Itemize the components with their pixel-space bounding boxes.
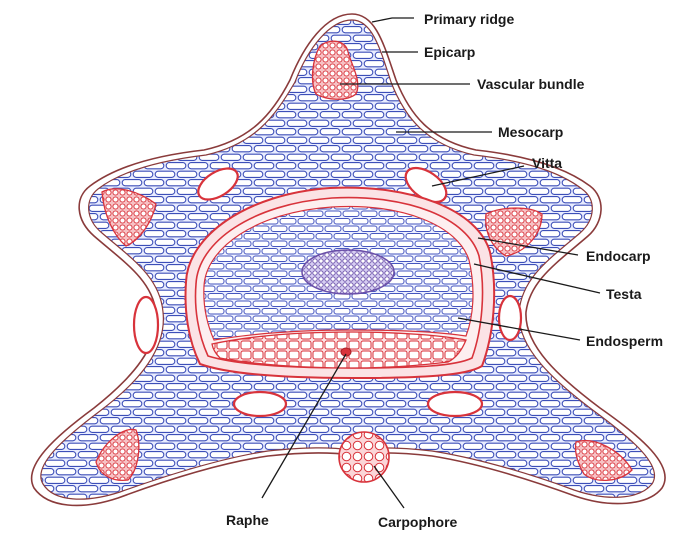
label-carpophore: Carpophore <box>378 514 458 530</box>
label-vitta: Vitta <box>532 155 562 171</box>
embryo <box>302 250 394 294</box>
label-endocarp: Endocarp <box>586 248 651 264</box>
label-epicarp: Epicarp <box>424 44 475 60</box>
label-vascular-bundle: Vascular bundle <box>477 76 585 92</box>
vitta-right-side <box>499 296 521 340</box>
label-endosperm: Endosperm <box>586 333 663 349</box>
leader-carpophore <box>374 466 404 508</box>
vitta-bottom-left <box>234 392 286 416</box>
label-primary-ridge: Primary ridge <box>424 11 514 27</box>
vitta-bottom-right <box>428 392 482 416</box>
vitta-left-side <box>134 297 158 353</box>
label-testa: Testa <box>606 286 642 302</box>
leader-primary-ridge <box>372 18 414 22</box>
carpophore <box>339 432 389 482</box>
label-raphe: Raphe <box>226 512 269 528</box>
seed <box>186 188 495 378</box>
label-mesocarp: Mesocarp <box>498 124 563 140</box>
raphe-tissue <box>212 332 466 368</box>
